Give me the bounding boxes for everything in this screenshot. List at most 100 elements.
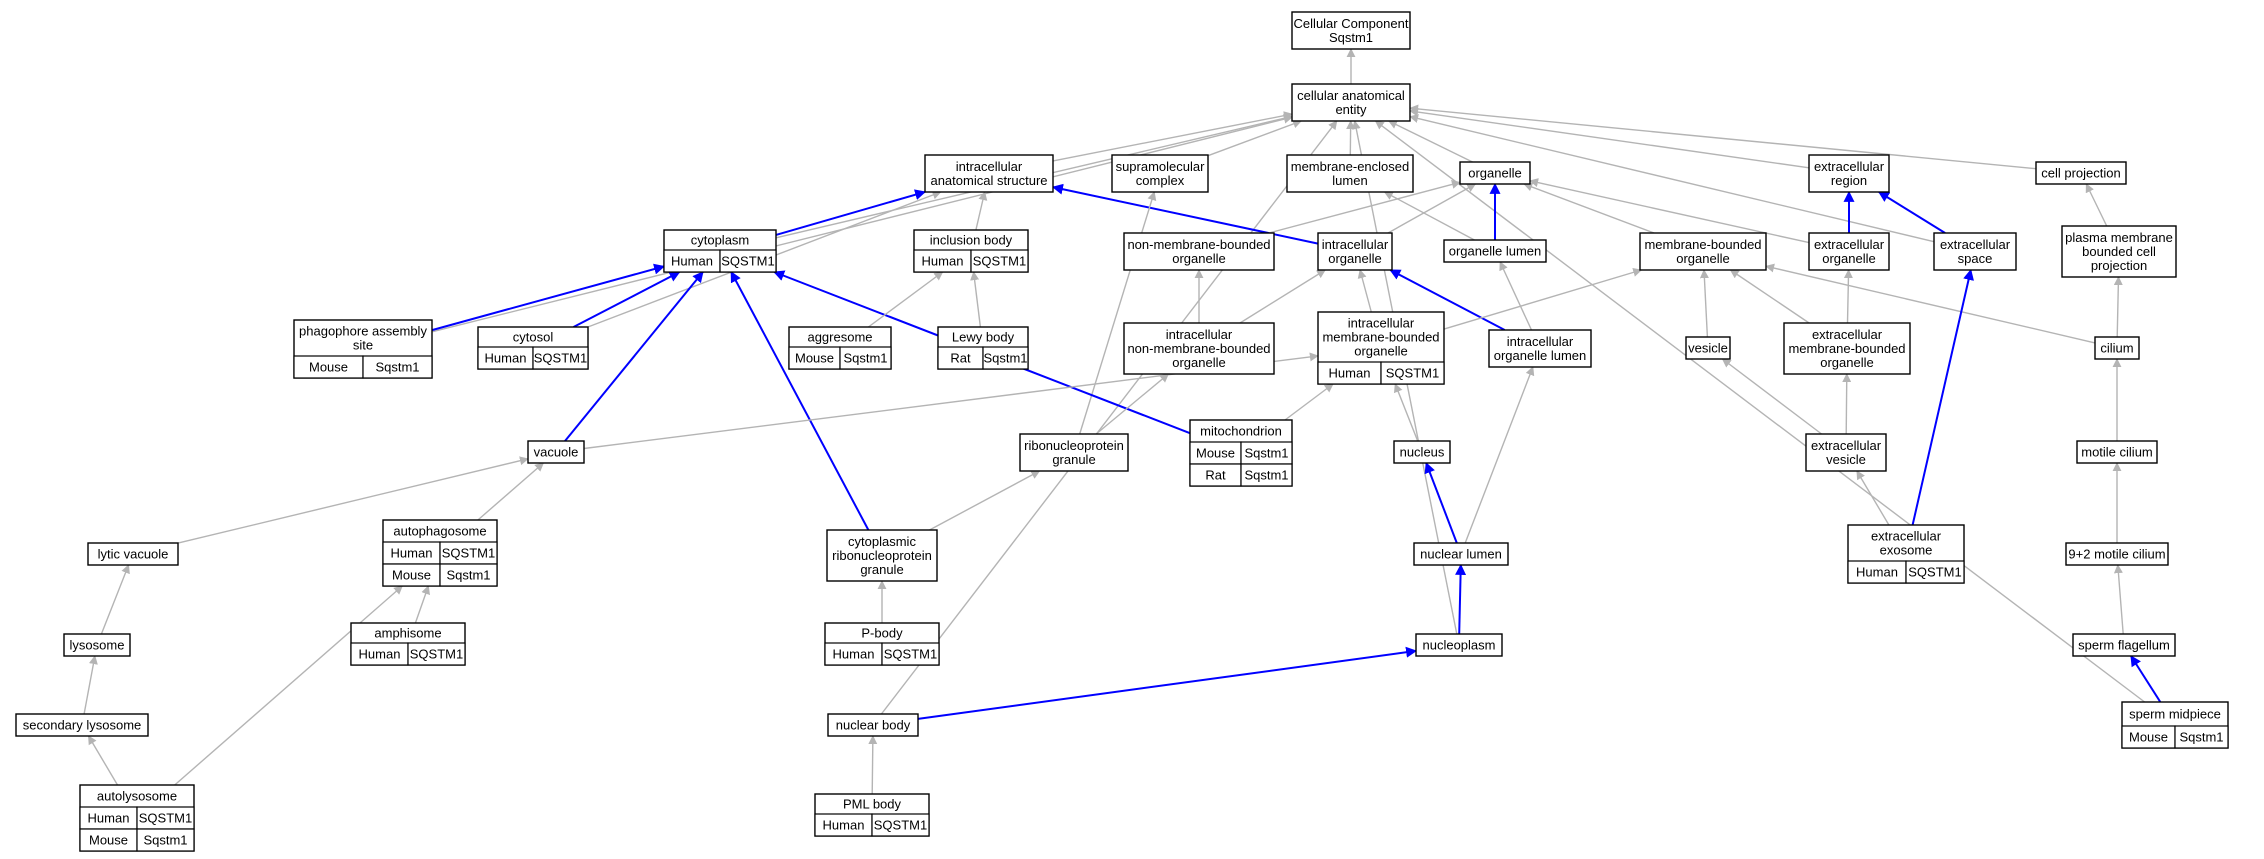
node-box [924,154,1054,193]
node-label-line: supramolecular [1116,159,1206,174]
node-box [1808,154,1890,193]
node-label-line: entity [1335,102,1367,117]
edge-nuclear-lumen-to-nucleus [1424,461,1458,544]
gene-symbol: SQSTM1 [534,351,587,366]
edge-extracellular-membrane-bounded-organelle-to-membrane-bounded-organelle [1729,269,1810,324]
species-name: Human [671,254,713,269]
node-box [1123,322,1275,375]
node-motile-cilium[interactable]: motile cilium [2076,440,2158,464]
edge-lysosome-to-lytic-vacuole [100,564,130,635]
node-organelle[interactable]: organelle [1459,161,1531,185]
gene-cell [407,642,466,666]
node-vacuole[interactable]: vacuole [527,440,585,464]
node-box [2072,633,2176,657]
node-label-line: Sqstm1 [1329,30,1373,45]
gene-cell [1905,560,1965,584]
edge-nucleoplasm-to-nuclear-lumen [1455,563,1467,635]
node-cell-projection[interactable]: cell projection [2035,161,2127,185]
edge-inclusion-body-to-intracellular-anatomical-structure [975,191,988,231]
node-intracellular-non-membrane-bounded-organelle[interactable]: intracellularnon-membrane-boundedorganel… [1123,322,1275,375]
node-label-line: organelle [1354,344,1408,359]
gene-cell [532,346,589,370]
node-organelle-lumen[interactable]: organelle lumen [1443,239,1547,263]
node-nuclear-lumen[interactable]: nuclear lumen [1413,542,1509,566]
species-name: Mouse [89,833,128,848]
edge-mitochondrion-to-intracellular-membrane-bounded-organelle [1284,383,1334,421]
edge-sperm-midpiece-to-cellular-anatomical-entity [1374,120,2146,703]
edge-intracellular-membrane-bounded-organelle-to-intracellular-organelle [1357,269,1372,313]
node-secondary-lysosome[interactable]: secondary lysosome [15,713,149,737]
node-nine-plus-two-motile-cilium[interactable]: 9+2 motile cilium [2065,542,2169,566]
edge-cytoplasmic-ribonucleoprotein-granule-to-cytoplasm [730,271,870,531]
node-label-line: lysosome [70,638,125,653]
edge-intracellular-membrane-bounded-organelle-to-membrane-bounded-organelle [1443,268,1643,330]
node-label-line: organelle [1328,251,1382,266]
edge-extracellular-exosome-to-extracellular-space [1911,268,1974,526]
node-vesicle[interactable]: vesicle [1685,336,1731,360]
gene-cell [719,249,777,273]
node-label-line: membrane-bounded [1322,330,1439,345]
node-label-line: organelle [1676,251,1730,266]
edge-secondary-lysosome-to-lysosome [83,655,98,715]
node-intracellular-membrane-bounded-organelle[interactable]: intracellularmembrane-boundedorganelleHu… [1317,311,1445,385]
gene-symbol: Sqstm1 [375,360,419,375]
node-label-line: vesicle [1826,452,1866,467]
node-label-line: extracellular [1814,237,1885,252]
node-label-line: PML body [843,797,902,812]
species-name: Mouse [392,568,431,583]
node-label-line: 9+2 motile cilium [2068,547,2165,562]
node-label-line: lytic vacuole [98,547,169,562]
node-sperm-flagellum[interactable]: sperm flagellum [2072,633,2176,657]
node-lytic-vacuole[interactable]: lytic vacuole [87,542,179,566]
node-nuclear-body[interactable]: nuclear body [827,713,919,737]
node-cilium[interactable]: cilium [2094,336,2140,360]
species-name: Mouse [309,360,348,375]
node-nucleoplasm[interactable]: nucleoplasm [1415,633,1503,657]
node-lysosome[interactable]: lysosome [63,633,131,657]
node-label-line: cytoplasmic [848,534,916,549]
gene-symbol: SQSTM1 [1908,565,1961,580]
edge-nuclear-lumen-to-intracellular-organelle-lumen [1464,366,1535,544]
edge-extracellular-membrane-bounded-organelle-to-extracellular-organelle [1843,269,1853,324]
node-label-line: intracellular [1348,316,1415,331]
node-nucleus[interactable]: nucleus [1393,440,1451,464]
gene-cell [839,346,892,370]
